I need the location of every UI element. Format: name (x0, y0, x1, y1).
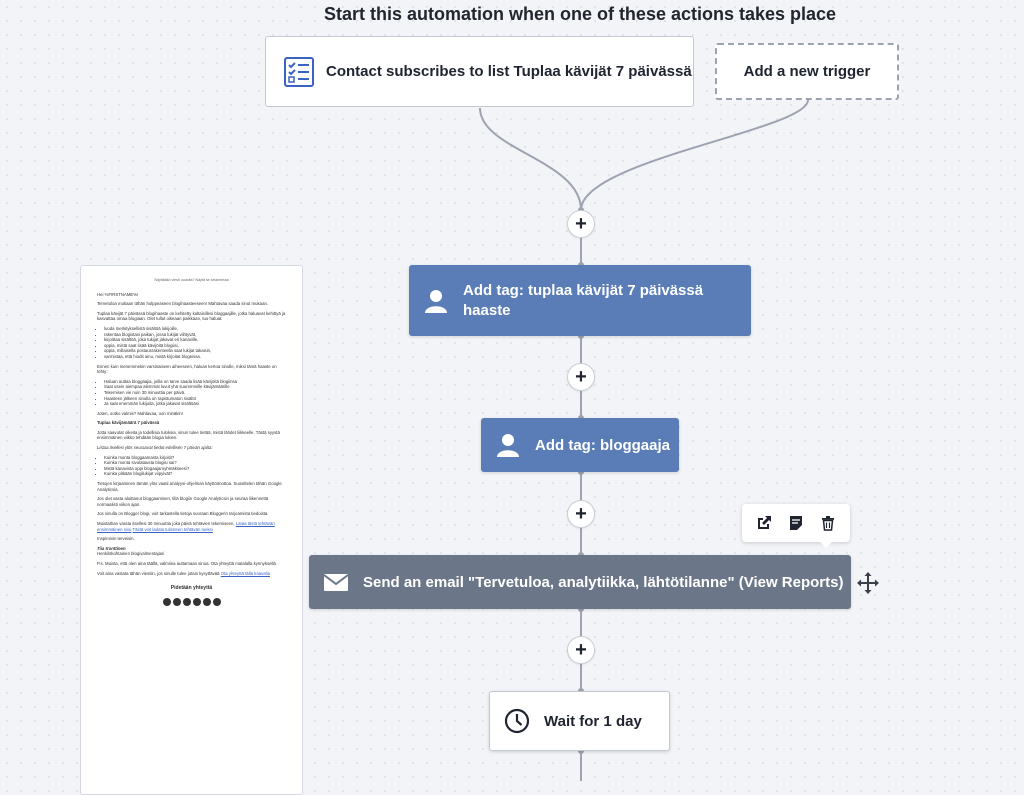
preview-greeting: Hei %FIRSTNAME%! (97, 291, 139, 297)
user-icon (425, 289, 447, 313)
clock-icon (504, 708, 530, 734)
linkedin-icon[interactable] (172, 597, 181, 606)
checklist-icon (284, 56, 314, 87)
list-item: kirjoittaa sisältöä, joka tukijat jakava… (104, 337, 286, 343)
instagram-icon[interactable] (192, 597, 201, 606)
list-item: Haluan auttaa bloggaajia, joilla on tarv… (104, 379, 286, 385)
section-heading: Start this automation when one of these … (323, 4, 837, 24)
trigger-label: Contact subscribes to list Tuplaa kävijä… (326, 63, 692, 80)
list-item: oppia, millaisella postausrakenteella sa… (104, 348, 286, 354)
preview-text: Listaa itsellesi ylös seuraavat tiedot e… (97, 445, 213, 451)
action-wait[interactable]: Wait for 1 day (489, 691, 670, 751)
preview-text: Voit aina vastata tähän viestiin, jos si… (97, 570, 220, 576)
preview-text: Jotta saavutat oikeita ja todellisia tul… (97, 429, 280, 441)
move-icon[interactable] (856, 571, 880, 595)
list-item: Ja saat enemmän lukijoita, jotka jakavat… (104, 401, 286, 407)
trash-icon[interactable] (817, 512, 839, 534)
list-item: Haasteen jälkeen sinulla on rapistumaton… (104, 396, 286, 402)
preview-text: Ennen kuin menemmekin varsinaiseen aihee… (97, 363, 277, 375)
open-external-icon[interactable] (753, 512, 775, 534)
envelope-icon (323, 574, 349, 591)
pinterest-icon[interactable] (202, 597, 211, 606)
list-item: Kuinka monta bloggaamasta kirjoitit? (104, 455, 286, 461)
list-item: Saat usein aiempaa alemmat luvut yhä suu… (104, 384, 286, 390)
preview-text: P.s. Muista, että olen aina täällä, valm… (97, 560, 278, 566)
preview-text: Tietojen kirjaaminen tämän ylös vaatii a… (97, 481, 282, 492)
action-toolbar (742, 504, 850, 548)
preview-link[interactable]: Ota yhteyttä tällä kaavalla (220, 570, 270, 576)
preview-text: Voit aina vastata tähän viestiin, jos si… (97, 571, 286, 577)
preview-signature: Tiia Konttinen Henkilökohtainen blogival… (97, 546, 286, 557)
trigger-list-subscribe[interactable]: Contact subscribes to list Tuplaa kävijä… (265, 36, 694, 107)
user-icon (497, 434, 519, 457)
add-step-button[interactable]: + (567, 636, 595, 664)
add-trigger-label: Add a new trigger (743, 63, 871, 80)
preview-text: Inspiroivin terveisin, (97, 536, 135, 542)
signature-title: Henkilökohtainen blogivalmentajasi (97, 551, 165, 557)
website-icon[interactable] (212, 597, 221, 606)
preview-text: Muistathan varata itsellesi 30 minuuttia… (97, 521, 235, 526)
preview-text: Joten, ootko valmis? Mahtavaa, oon minäk… (97, 410, 183, 416)
preview-link[interactable]: Lataa tästä tehtävän ensimmäinen sivu (97, 521, 275, 532)
preview-text: Tervetuloa mukaan tähän hulppeaseen blog… (97, 301, 269, 307)
preview-contact-heading: Pidetään yhteyttä (170, 585, 213, 592)
preview-text: Muistathan varata itsellesi 30 minuuttia… (97, 521, 286, 532)
list-item: Kuinka pitkään blogilukijat viipyivät? (104, 471, 286, 477)
email-preview[interactable]: Näyttääkö viesti oudolta? Näytä se selai… (80, 265, 303, 795)
list-item: oppia, mistä saat lisää kävijöitä blogii… (104, 343, 286, 349)
signature-name: Tiia Konttinen (97, 545, 126, 551)
list-item: Kuinka monta sivulatausta blogisi sai? (104, 460, 286, 466)
preview-text: Jos sinulla on Blogger blogi, voit tarka… (97, 511, 269, 517)
list-item: luoda merkityksellistä sisältöä lukijoil… (104, 326, 286, 332)
social-icons (97, 597, 286, 606)
note-icon[interactable] (785, 512, 807, 534)
list-item: rakentaa blogistasi paikan, jossa lukija… (104, 332, 286, 338)
add-step-button[interactable]: + (567, 210, 595, 238)
add-step-button[interactable]: + (567, 363, 595, 391)
preview-subheading: Tuplaa kävijämäärä 7 päivässä (97, 420, 160, 426)
preview-list: Haluan auttaa bloggaajia, joilla on tarv… (97, 379, 286, 407)
action-label: Add tag: tuplaa kävijät 7 päivässä haast… (463, 281, 704, 319)
action-label: Wait for 1 day (544, 712, 642, 730)
list-item: Mistä kanavista oppi blogaajaroyhmäksees… (104, 466, 286, 472)
action-add-tag-haaste[interactable]: Add tag: tuplaa kävijät 7 päivässä haast… (409, 265, 751, 336)
facebook-icon[interactable] (162, 597, 171, 606)
list-item: Tekemisen vie noin 30 minuuttia per päiv… (104, 390, 286, 396)
preview-list: Kuinka monta bloggaamasta kirjoitit? Kui… (97, 455, 286, 477)
add-step-button[interactable]: + (567, 500, 595, 528)
action-add-tag-bloggaaja[interactable]: Add tag: bloggaaja (481, 418, 679, 472)
action-label: Add tag: bloggaaja (535, 436, 670, 454)
list-item: varmistaa, että hiodit ainu, mistä kirjo… (104, 354, 286, 360)
action-label: Send an email "Tervetuloa, analytiikka, … (363, 573, 844, 591)
preview-text: Tuplaa kävijät 7 päivässä blogihaaste on… (97, 310, 286, 322)
preview-view-in-browser: Näyttääkö viesti oudolta? Näytä se selai… (154, 278, 229, 282)
preview-text: Jos olet vasta aloittanut bloggaamisen, … (97, 496, 269, 507)
preview-link[interactable]: Tästä voit ladata tulosteen tehtävän tue… (132, 526, 213, 532)
preview-list: luoda merkityksellistä sisältöä lukijoil… (97, 326, 286, 360)
add-trigger-button[interactable]: Add a new trigger (715, 43, 899, 100)
email-icon[interactable] (182, 597, 191, 606)
action-send-email[interactable]: Send an email "Tervetuloa, analytiikka, … (309, 555, 851, 609)
